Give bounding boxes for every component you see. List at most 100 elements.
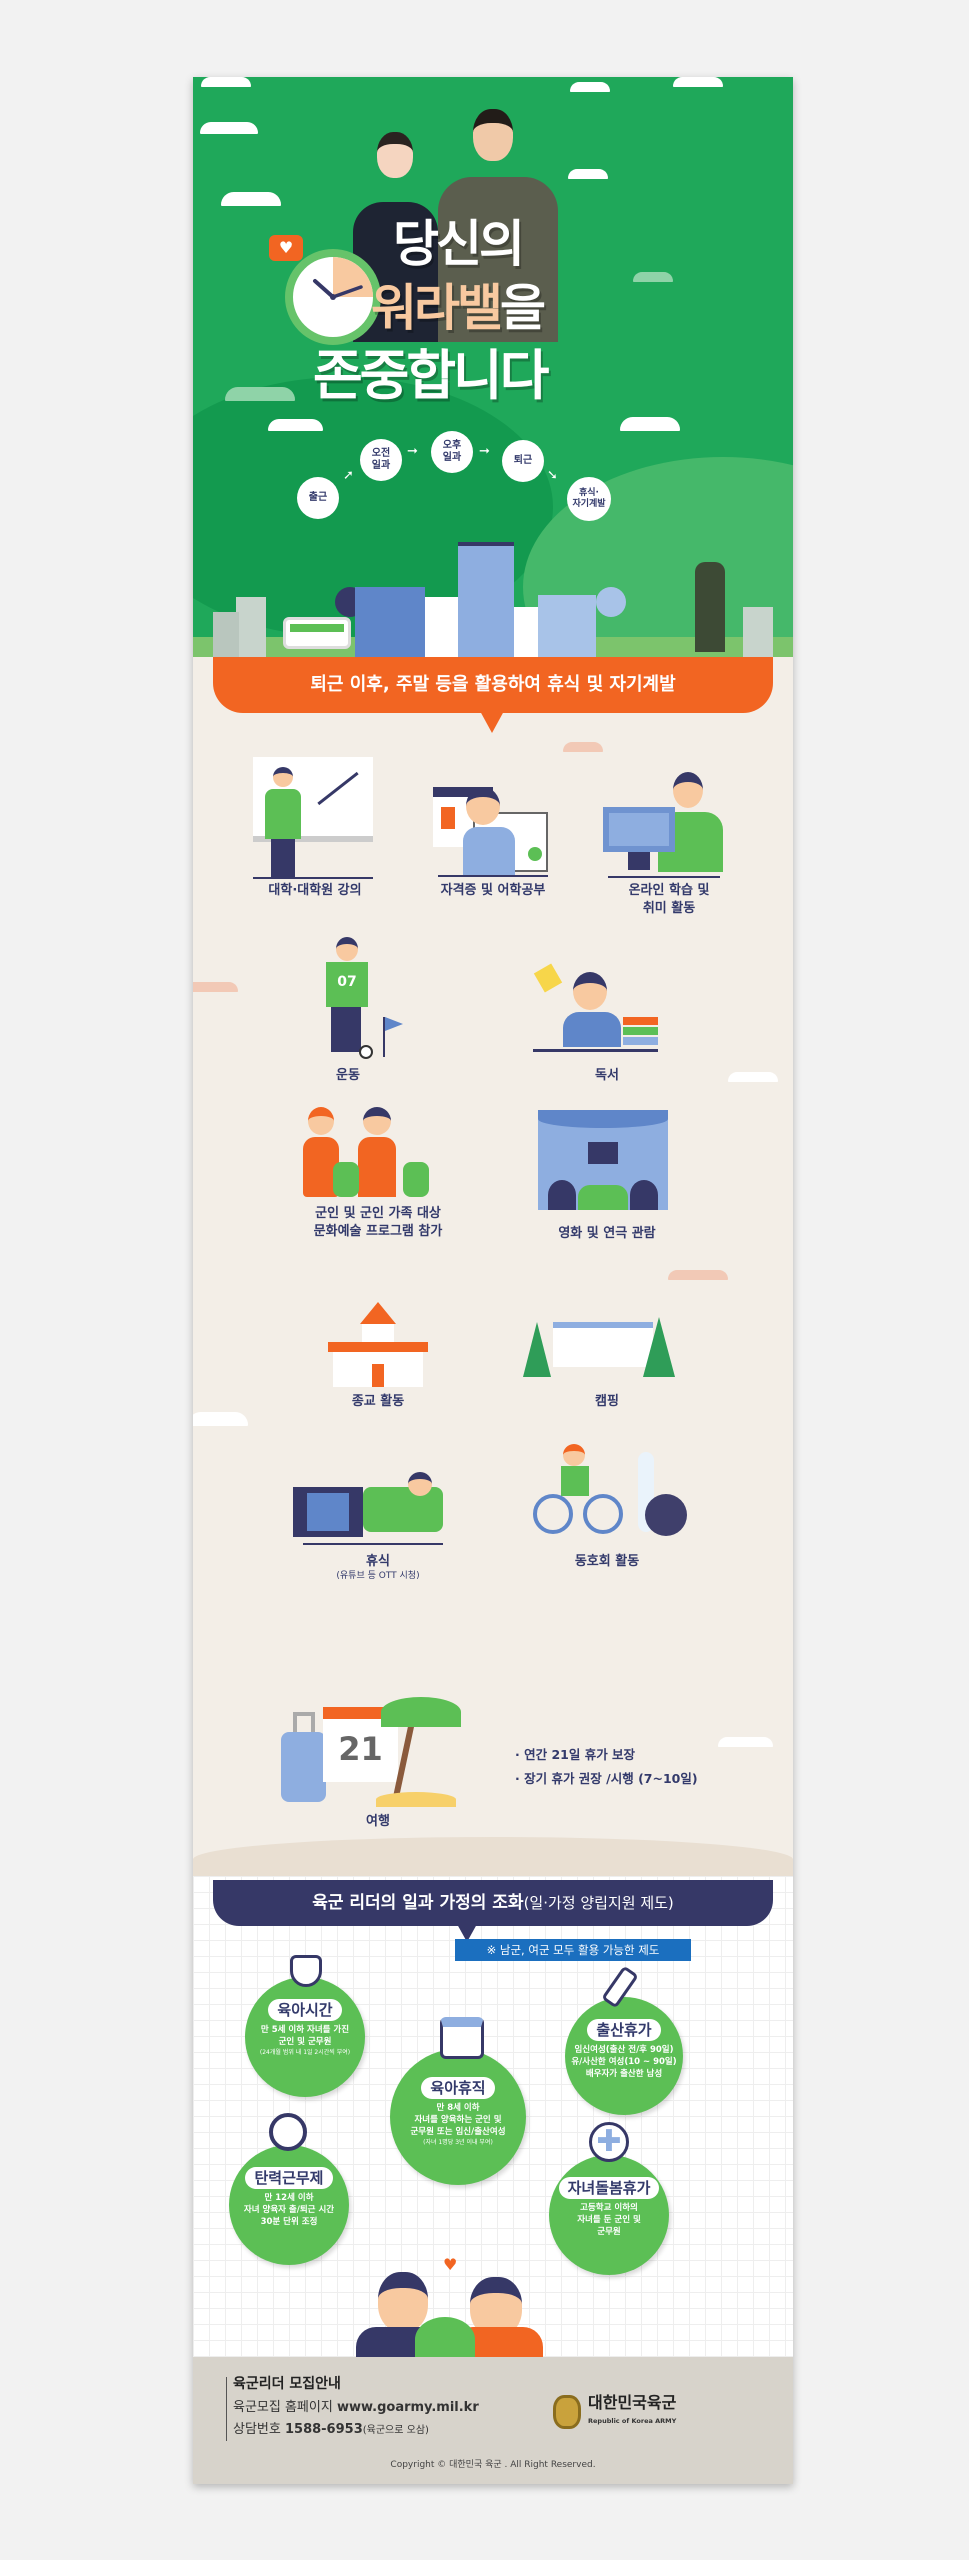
club-activity-icon xyxy=(533,1444,693,1539)
activity-title: 휴식 xyxy=(366,1554,390,1569)
program-line: 군무원 또는 임신/출산여성 xyxy=(410,2126,506,2137)
program-circle: 출산휴가 임신여성(출산 전/후 90일) 유/사산한 여성(10 ~ 90일)… xyxy=(565,1997,683,2115)
program-circle: 자녀돌봄휴가 고등학교 이하의 자녀를 둔 군인 및 군무원 xyxy=(549,2155,669,2275)
skyline-ground xyxy=(193,1837,793,1882)
section1-banner: 퇴근 이후, 주말 등을 활용하여 휴식 및 자기계발 xyxy=(213,657,773,713)
program-line: 임신여성(출산 전/후 90일) xyxy=(574,2045,674,2055)
flow-label: 오전 일과 xyxy=(371,448,391,471)
activity-label: 군인 및 군인 가족 대상 문화예술 프로그램 참가 xyxy=(313,1206,443,1239)
section1-banner-text: 퇴근 이후, 주말 등을 활용하여 휴식 및 자기계발 xyxy=(310,674,676,696)
activity-label: 독서 xyxy=(595,1068,619,1083)
army-emblem-icon xyxy=(553,2395,581,2429)
cloud-icon xyxy=(673,77,723,87)
heart-icon: ♥ xyxy=(443,2255,458,2274)
activity-label: 여행 xyxy=(366,1814,390,1829)
title-highlight: 워라밸 xyxy=(371,279,503,337)
phone-note: (육군으로 오삼) xyxy=(362,2425,429,2436)
flow-bubble: 출근 xyxy=(297,477,339,519)
program-circle: 탄력근무제 만 12세 이하 자녀 양육자 출/퇴근 시간 30분 단위 조정 xyxy=(229,2145,349,2265)
footer-homepage: 육군모집 홈페이지 www.goarmy.mil.kr xyxy=(233,2399,479,2417)
program-title: 출산휴가 xyxy=(587,2019,661,2041)
banner-pointer xyxy=(457,1924,477,1942)
program-line: 만 5세 이하 자녀를 가진 xyxy=(260,2025,350,2035)
program-line: 고등학교 이하의 xyxy=(580,2203,638,2213)
activity-subtitle: (유튜브 등 OTT 시청) xyxy=(336,1570,420,1581)
program-line: 군인 및 군무원 xyxy=(278,2036,332,2047)
cloud-icon xyxy=(728,1072,778,1082)
footer-heading: 육군리더 모집안내 xyxy=(233,2376,341,2392)
clock-icon xyxy=(269,2113,307,2151)
online-learning-icon xyxy=(603,772,723,878)
travel-note: · 장기 휴가 권장 /시행 (7~10일) xyxy=(515,1771,698,1786)
program-title: 육아시간 xyxy=(268,1999,342,2021)
house-icon xyxy=(538,595,596,657)
church-icon xyxy=(328,1302,428,1387)
activity-label: 운동 xyxy=(336,1068,360,1083)
cloud-icon xyxy=(200,122,258,134)
program-line: 만 12세 이하 xyxy=(264,2193,314,2203)
flow-label: 오후 일과 xyxy=(442,440,462,463)
note-tag: ※ 남군, 여군 모두 활용 가능한 제도 xyxy=(455,1939,691,1961)
program-title: 자녀돌봄휴가 xyxy=(558,2177,660,2199)
clock-icon xyxy=(285,249,381,345)
male-soldier-uniform xyxy=(438,177,558,342)
house-icon xyxy=(458,542,514,657)
title-line-3: 존중합니다 xyxy=(313,344,549,407)
family-icon xyxy=(303,1107,453,1197)
cheering-soldier-icon xyxy=(695,562,725,652)
hero-section: ♥ 당신의 워라밸을 존중합니다 출근 오전 일과 오후 일과 퇴근 휴식· 자… xyxy=(193,77,793,657)
flow-bubble: 오후 일과 xyxy=(431,431,473,473)
father-icon xyxy=(378,2272,428,2332)
homepage-link[interactable]: www.goarmy.mil.kr xyxy=(336,2400,479,2415)
exercise-icon: 07 xyxy=(311,937,403,1062)
activity-label: 온라인 학습 및 취미 활동 xyxy=(628,883,710,916)
flow-label: 출근 xyxy=(308,492,328,503)
title-line-2: 워라밸을 xyxy=(371,279,546,337)
medical-cross-icon: ✚ xyxy=(589,2122,629,2162)
arrow-icon: ➞ xyxy=(407,444,418,459)
building-icon xyxy=(743,607,773,657)
tree-icon xyxy=(596,587,626,617)
travel-icon: 21 xyxy=(281,1692,471,1807)
flow-bubble: 휴식· 자기계발 xyxy=(567,477,611,521)
program-line: 유/사산한 여성(10 ~ 90일) xyxy=(571,2056,677,2067)
theater-icon xyxy=(538,1110,668,1210)
activity-label: 휴식(유튜브 등 OTT 시청) xyxy=(336,1553,419,1582)
arrow-icon: ➘ xyxy=(547,468,558,483)
travel-note: · 연간 21일 휴가 보장 xyxy=(515,1747,636,1762)
title-line-1: 당신의 xyxy=(393,215,525,273)
activity-label: 영화 및 연극 관람 xyxy=(558,1226,656,1241)
activity-label: 자격증 및 어학공부 xyxy=(440,883,546,898)
copyright: Copyright © 대한민국 육군 . All Right Reserved… xyxy=(390,2460,596,2470)
phone-number[interactable]: 1588-6953 xyxy=(284,2422,363,2437)
calendar-icon xyxy=(440,2017,484,2059)
infographic-card: ♥ 당신의 워라밸을 존중합니다 출근 오전 일과 오후 일과 퇴근 휴식· 자… xyxy=(193,77,793,2484)
flow-label: 퇴근 xyxy=(513,455,533,466)
activity-label: 종교 활동 xyxy=(351,1394,405,1409)
arrow-icon: ➞ xyxy=(479,444,490,459)
section2-banner-sub: (일·가정 양립지원 제도) xyxy=(523,1894,674,1912)
cloud-icon xyxy=(633,272,673,282)
activity-label: 대학·대학원 강의 xyxy=(268,883,362,898)
cloud-icon xyxy=(570,82,610,92)
cloud-icon xyxy=(268,419,323,431)
program-line: 만 8세 이하 xyxy=(436,2103,480,2113)
flow-bubble: 퇴근 xyxy=(502,440,544,482)
flow-bubble: 오전 일과 xyxy=(360,439,402,481)
building-icon xyxy=(213,612,239,657)
lecture-icon xyxy=(253,757,373,879)
activity-label: 동호회 활동 xyxy=(574,1554,640,1569)
heart-badge-icon: ♥ xyxy=(269,235,303,261)
program-line: 배우자가 출산한 남성 xyxy=(585,2068,663,2079)
program-title: 탄력근무제 xyxy=(245,2167,333,2189)
reading-icon xyxy=(528,963,658,1062)
activity-label: 캠핑 xyxy=(595,1394,619,1409)
baby-icon xyxy=(415,2317,475,2362)
banner-pointer xyxy=(480,711,504,733)
cloud-icon xyxy=(718,1737,773,1747)
arrow-icon: ➚ xyxy=(343,468,354,483)
section2-banner: 육군 리더의 일과 가정의 조화(일·가정 양립지원 제도) xyxy=(213,1880,773,1926)
diaper-icon xyxy=(290,1955,322,1987)
homepage-label: 육군모집 홈페이지 xyxy=(233,2400,333,2415)
section2-banner-main: 육군 리더의 일과 가정의 조화 xyxy=(312,1892,524,1913)
